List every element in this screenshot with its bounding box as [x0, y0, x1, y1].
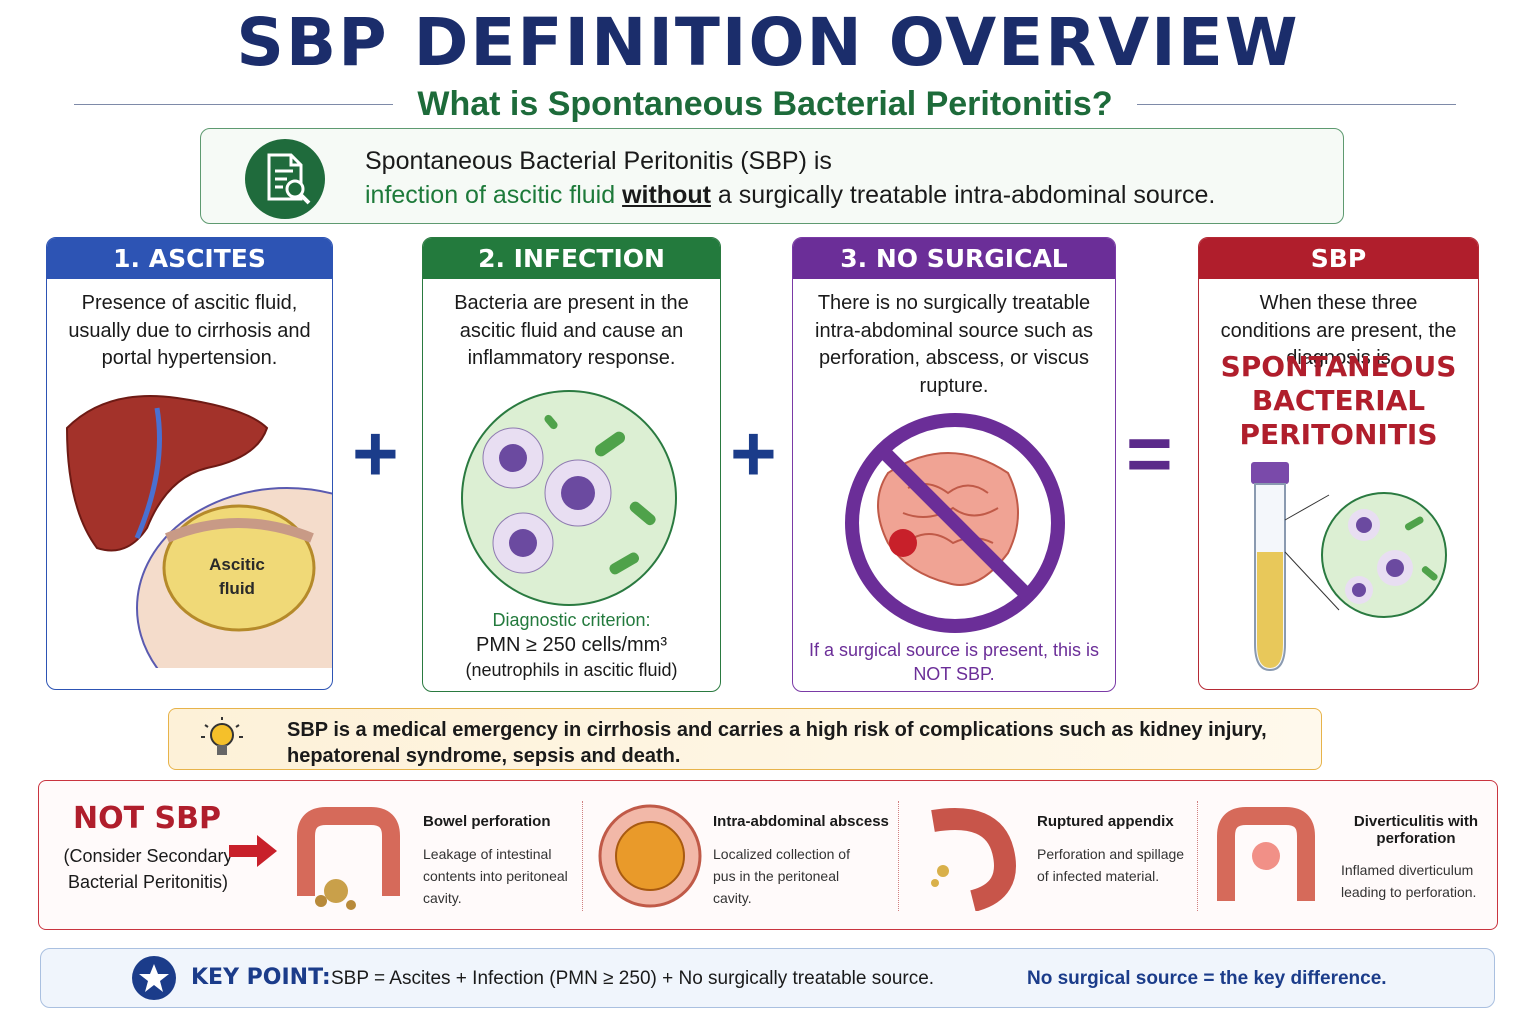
no-intestine-prohibition-icon	[845, 413, 1065, 633]
key-point-bar: KEY POINT: SBP = Ascites + Infection (PM…	[40, 948, 1495, 1008]
key-point-emphasis: No surgical source = the key difference.	[1027, 968, 1387, 989]
card-ascites-body: Presence of ascitic fluid, usually due t…	[68, 292, 311, 369]
example-title: Ruptured appendix	[1037, 813, 1174, 830]
page-title: SBP DEFINITION OVERVIEW	[236, 4, 1300, 81]
divider-left	[74, 103, 394, 105]
card-sbp: SBP When these three conditions are pres…	[1198, 237, 1479, 690]
diagnostic-criterion-label: Diagnostic criterion:	[492, 610, 651, 630]
card-ascites: 1. ASCITES Presence of ascitic fluid, us…	[46, 237, 333, 690]
emergency-alert: SBP is a medical emergency in cirrhosis …	[168, 708, 1322, 770]
page-subtitle: What is Spontaneous Bacterial Peritoniti…	[417, 84, 1113, 123]
key-point-text: SBP = Ascites + Infection (PMN ≥ 250) + …	[331, 968, 935, 989]
card-infection-title: 2. INFECTION	[423, 238, 720, 279]
card-sbp-title: SBP	[1199, 238, 1478, 279]
definition-line-2: infection of ascitic fluid without a sur…	[365, 181, 1215, 210]
test-tube-illustration	[1251, 462, 1447, 672]
definition-underline: without	[622, 181, 711, 209]
key-point-label: KEY POINT:	[191, 965, 331, 990]
definition-highlight: infection of ascitic fluid	[365, 181, 616, 209]
example-desc: Localized collection of pus in the perit…	[713, 846, 850, 906]
definition-line-1: Spontaneous Bacterial Peritonitis (SBP) …	[365, 147, 832, 175]
not-sbp-subtitle: (Consider Secondary Bacterial Peritoniti…	[63, 846, 233, 892]
example-abscess: Intra-abdominal abscess Localized collec…	[595, 781, 895, 931]
separator	[1197, 801, 1198, 911]
separator	[582, 801, 583, 911]
not-sbp-panel: NOT SBP (Consider Secondary Bacterial Pe…	[38, 780, 1498, 930]
diagnostic-criterion-value: PMN ≥ 250 cells/mm³	[475, 634, 667, 656]
equals-operator: =	[1126, 409, 1173, 498]
example-ruptured-appendix: Ruptured appendix Perforation and spilla…	[913, 781, 1213, 931]
star-icon	[132, 956, 176, 1000]
example-bowel-perforation: Bowel perforation Leakage of intestinal …	[291, 781, 581, 931]
example-title: Diverticulitis with perforation	[1353, 813, 1479, 847]
definition-box: Spontaneous Bacterial Peritonitis (SBP) …	[200, 128, 1344, 224]
diverticulitis-illustration	[1217, 807, 1315, 901]
plus-operator-2: +	[730, 409, 777, 498]
example-desc: Leakage of intestinal contents into peri…	[423, 846, 568, 906]
card-ascites-title: 1. ASCITES	[47, 238, 332, 279]
divider-right	[1136, 103, 1457, 105]
diagnostic-criterion-note: (neutrophils in ascitic fluid)	[465, 660, 678, 680]
sbp-diagnosis: SPONTANEOUS BACTERIAL PERITONITIS	[1220, 350, 1457, 451]
card-no-source-body: There is no surgically treatable intra-a…	[815, 292, 1093, 397]
bacteria-neutrophil-illustration	[461, 390, 677, 606]
example-desc: Inflamed diverticulum leading to perfora…	[1341, 862, 1477, 900]
definition-rest: a surgically treatable intra-abdominal s…	[717, 181, 1216, 209]
card-sbp-body: When these three conditions are present,…	[1220, 292, 1457, 369]
card-no-source-title: 3. NO SURGICAL SOURCE	[793, 238, 1115, 314]
card-no-surgical-source: 3. NO SURGICAL SOURCE There is no surgic…	[792, 237, 1116, 692]
example-title: Bowel perforation	[423, 813, 551, 830]
bowel-perforation-illustration	[297, 807, 400, 910]
lightbulb-icon	[201, 717, 243, 755]
document-search-icon	[245, 139, 325, 219]
abscess-illustration	[598, 804, 702, 908]
example-diverticulitis: Diverticulitis with perforation Inflamed…	[1211, 781, 1497, 931]
alert-text: SBP is a medical emergency in cirrhosis …	[287, 719, 1267, 767]
example-desc: Perforation and spillage of infected mat…	[1037, 846, 1185, 884]
arrow-right-icon	[229, 835, 277, 867]
separator	[898, 801, 899, 911]
ascitic-fluid-label-line1: Ascitic	[209, 555, 265, 574]
appendix-illustration	[931, 808, 1016, 911]
plus-operator-1: +	[352, 409, 399, 498]
card-infection: 2. INFECTION Bacteria are present in the…	[422, 237, 721, 692]
liver-ascites-illustration: Ascitic fluid	[65, 395, 332, 668]
not-sbp-label: NOT SBP	[73, 801, 221, 836]
subtitle-row: What is Spontaneous Bacterial Peritoniti…	[74, 84, 1457, 124]
example-title: Intra-abdominal abscess	[713, 813, 889, 830]
card-infection-body: Bacteria are present in the ascitic flui…	[454, 292, 689, 369]
ascitic-fluid-label-line2: fluid	[219, 579, 255, 598]
not-sbp-warning: If a surgical source is present, this is…	[808, 640, 1100, 684]
